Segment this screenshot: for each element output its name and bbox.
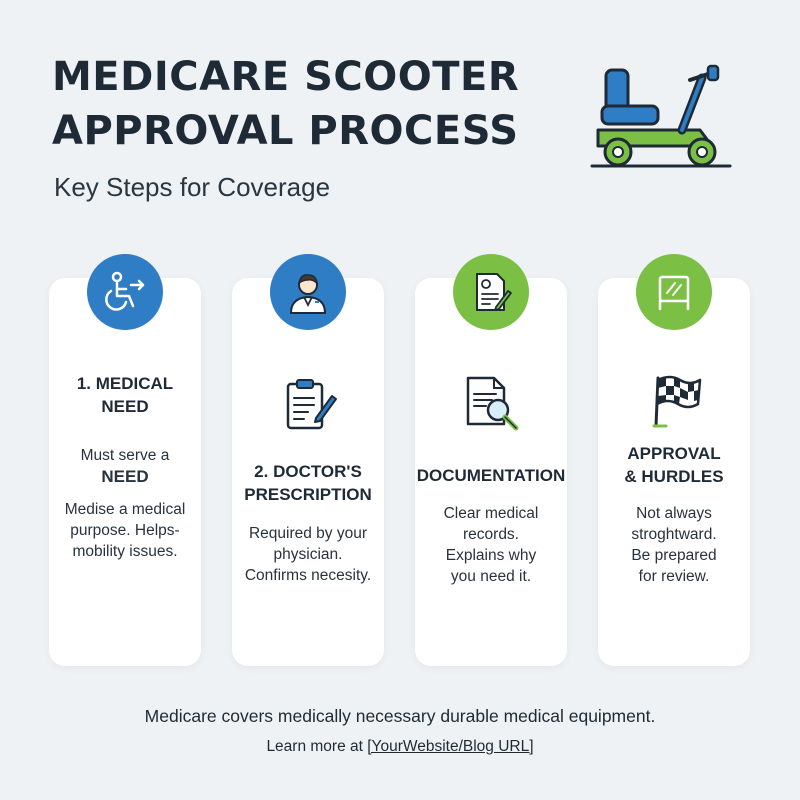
- blog-link[interactable]: [YourWebsite/Blog URL]: [367, 738, 534, 755]
- step-body: Not always stroghtward. Be prepared for …: [631, 505, 717, 585]
- mobility-scooter-icon: [590, 64, 732, 168]
- footer-learn-more: Learn more at [YourWebsite/Blog URL]: [0, 738, 800, 756]
- checkered-flag-icon: [652, 375, 702, 428]
- step-card-approval-hurdles: APPROVAL & HURDLES Not always stroghtwar…: [598, 278, 750, 666]
- document-signature-icon: [476, 273, 512, 311]
- doctor-icon: [289, 274, 327, 314]
- step-4-badge: [636, 254, 712, 330]
- step-body: Clear medical records. Explains why you …: [443, 505, 539, 585]
- page-subtitle: Key Steps for Coverage: [54, 172, 331, 202]
- step-title: 1. MEDICAL NEED: [76, 374, 174, 416]
- clipboard-pen-icon: [286, 379, 337, 430]
- footer-note: Medicare covers medically necessary dura…: [144, 706, 656, 726]
- step-title: APPROVAL & HURDLES: [624, 444, 724, 486]
- document-magnifier-icon: [466, 376, 519, 431]
- step-body: Required by your physician. Confirms nec…: [244, 525, 372, 584]
- learn-more-prefix: Learn more at: [266, 738, 368, 755]
- wheelchair-arrow-icon: [105, 271, 145, 311]
- step-card-medical-need: 1. MEDICAL NEED Must serve a NEED Medise…: [49, 278, 201, 666]
- step-2-badge: [270, 254, 346, 330]
- step-title: 2. DOCTOR'S PRESCRIPTION: [244, 462, 372, 504]
- title-line-2: APPROVAL PROCESS: [52, 108, 519, 154]
- window-board-icon: [658, 275, 690, 311]
- step-card-doctors-prescription: 2. DOCTOR'S PRESCRIPTION Required by you…: [232, 278, 384, 666]
- step-body: Must serve a NEED Medise a medical purpo…: [64, 447, 186, 560]
- page-title: MEDICARE SCOOTER APPROVAL PROCESS: [52, 50, 519, 158]
- step-3-badge: [453, 254, 529, 330]
- title-line-1: MEDICARE SCOOTER: [52, 54, 520, 100]
- step-card-documentation: DOCUMENTATION Clear medical records. Exp…: [415, 278, 567, 666]
- step-1-badge: [87, 254, 163, 330]
- step-title: DOCUMENTATION: [416, 466, 566, 485]
